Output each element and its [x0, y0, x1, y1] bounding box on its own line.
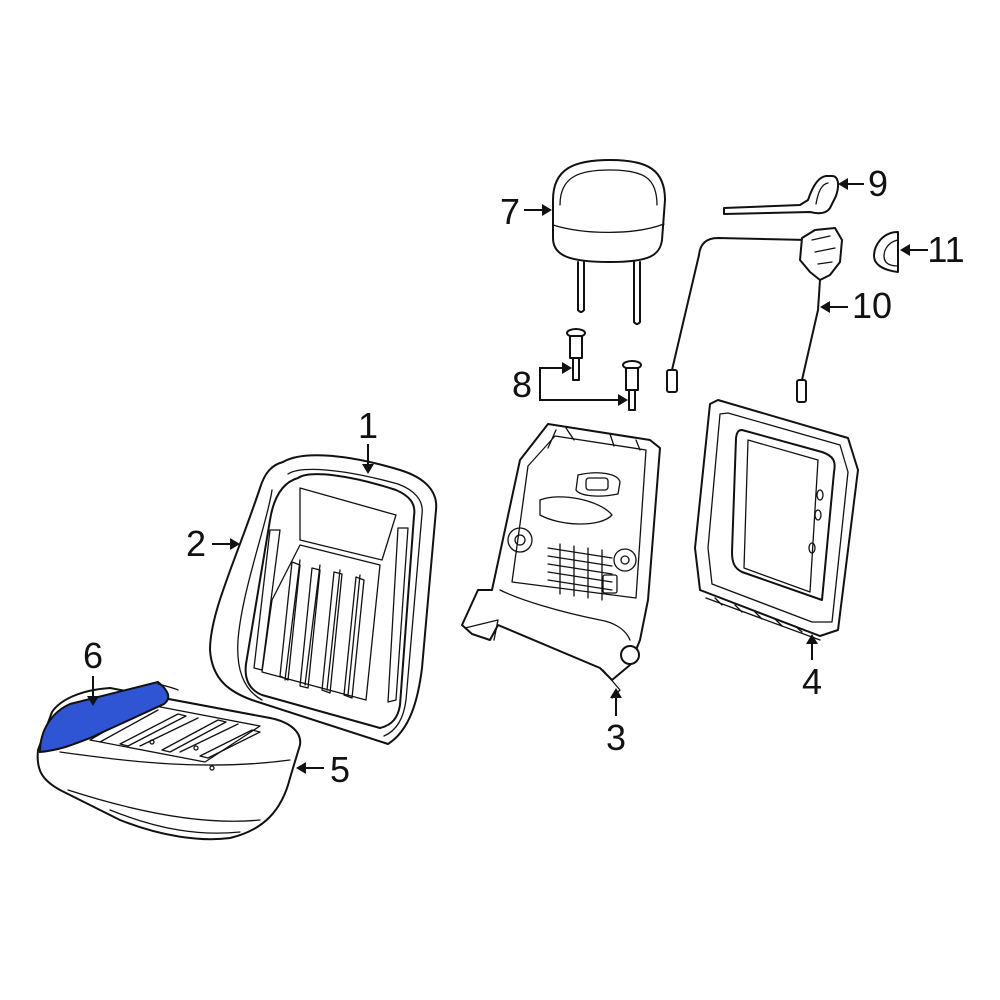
svg-text:3: 3 — [606, 717, 626, 758]
callout-5: 5 — [296, 749, 350, 790]
callout-2: 2 — [186, 523, 240, 564]
svg-text:10: 10 — [852, 285, 892, 326]
seatback-panel-part[interactable] — [694, 399, 859, 641]
knob-cap-part[interactable] — [873, 231, 899, 273]
svg-text:9: 9 — [868, 163, 888, 204]
cushion-pad-highlight[interactable] — [38, 680, 179, 754]
seat-frame-part[interactable] — [461, 423, 661, 699]
svg-text:8: 8 — [512, 364, 532, 405]
callout-9: 9 — [838, 163, 888, 204]
svg-text:7: 7 — [500, 191, 520, 232]
headrest-part[interactable] — [552, 159, 666, 325]
callout-7: 7 — [500, 191, 552, 232]
cable-assembly-part[interactable] — [666, 227, 843, 403]
callout-10: 10 — [820, 285, 892, 326]
svg-text:2: 2 — [186, 523, 206, 564]
callout-4: 4 — [802, 634, 822, 702]
seatback-pad-part[interactable] — [244, 473, 416, 729]
headrest-guide-part[interactable] — [566, 328, 642, 411]
callout-3: 3 — [606, 688, 626, 758]
callout-8: 8 — [512, 362, 628, 406]
cushion-pad-highlight-shape — [38, 680, 170, 754]
svg-text:1: 1 — [358, 405, 378, 446]
svg-text:5: 5 — [330, 749, 350, 790]
callout-6: 6 — [83, 635, 103, 706]
callout-11: 11 — [900, 229, 965, 270]
svg-text:4: 4 — [802, 661, 822, 702]
svg-text:11: 11 — [927, 229, 964, 270]
lumbar-handle-part[interactable] — [723, 175, 840, 215]
callout-1: 1 — [358, 405, 378, 474]
svg-text:6: 6 — [83, 635, 103, 676]
